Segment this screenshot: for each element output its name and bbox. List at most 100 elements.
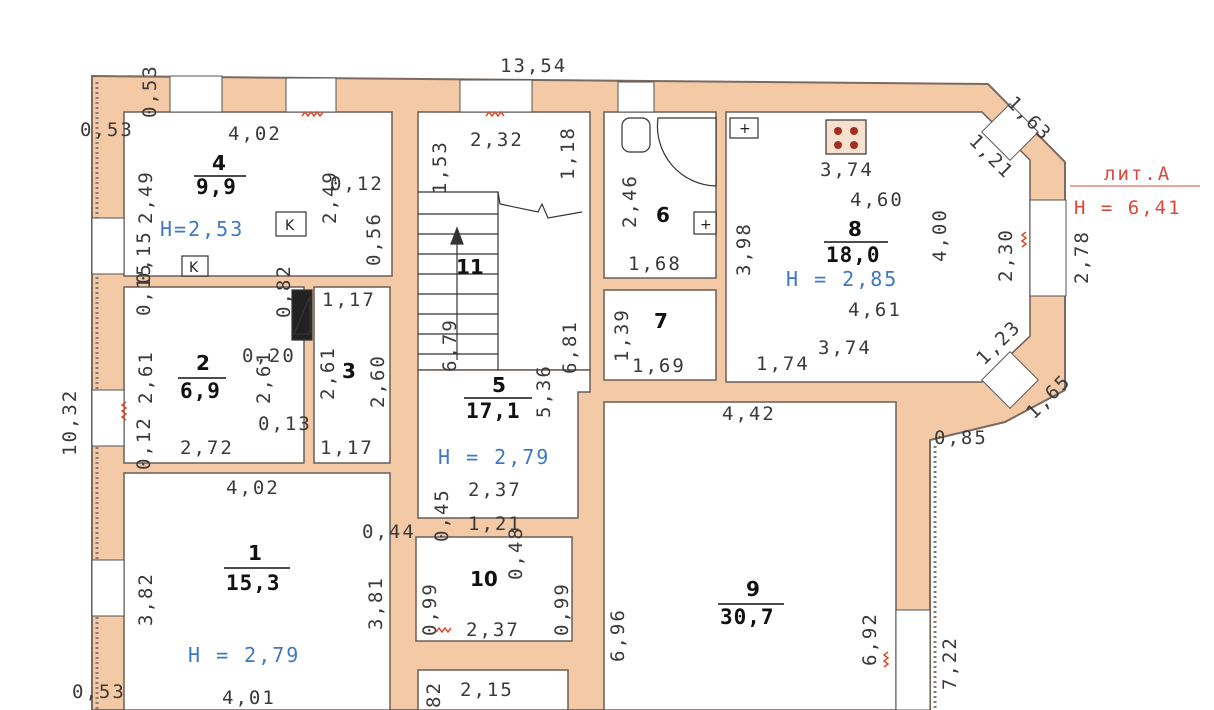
dim: 1,17 — [320, 437, 374, 459]
dim: 0,12 — [330, 173, 384, 195]
heater-icon — [485, 110, 505, 118]
room-4-height: H=2,53 — [160, 217, 244, 241]
k-box-2-frame — [181, 255, 209, 277]
window-bay-top — [981, 103, 1039, 161]
window-bay-bottom — [981, 351, 1039, 409]
dim: 0,15 — [133, 262, 155, 316]
dim: 6,96 — [607, 608, 629, 662]
heater-icon — [120, 401, 128, 421]
dim: 1,39 — [611, 308, 633, 362]
dim: 0,13 — [258, 413, 312, 435]
top-width: 13,54 — [500, 55, 567, 77]
k-box-1-frame — [275, 211, 307, 237]
chimney-icon — [291, 289, 313, 341]
heaters — [120, 110, 1028, 668]
window-right-2 — [895, 609, 931, 710]
window-top-1 — [169, 75, 223, 113]
dim: 0,53 — [72, 681, 126, 703]
shower-icon — [656, 117, 717, 187]
dim: 1,21 — [468, 513, 522, 535]
dim: 4,01 — [222, 687, 276, 709]
dim: 3,74 — [818, 337, 872, 359]
dim: 0,82 — [273, 264, 295, 318]
dim: 1,74 — [756, 353, 810, 375]
window-right-1 — [1029, 199, 1067, 297]
dim: 1,53 — [429, 140, 451, 194]
room-7-floor — [603, 289, 717, 381]
lit-label: лит.А — [1104, 163, 1171, 185]
room-5-area: 17,1 — [466, 399, 521, 423]
dim: 2,32 — [470, 129, 524, 151]
room-11-floor — [417, 111, 591, 371]
dim: 0,56 — [363, 212, 385, 266]
dim: 2,37 — [468, 479, 522, 501]
window-top-3 — [459, 79, 533, 113]
room-3-floor — [313, 286, 391, 464]
dim: 0,99 — [419, 582, 441, 636]
dim: 2,30 — [995, 228, 1017, 282]
dim: 1,69 — [632, 355, 686, 377]
staircase — [418, 191, 583, 370]
dim: 0,12 — [133, 416, 155, 470]
dim: 4,00 — [929, 208, 951, 262]
room-2-floor — [123, 286, 305, 464]
dim: 5,36 — [533, 364, 555, 418]
room-1-area: 15,3 — [226, 571, 281, 595]
room-8-height: H = 2,85 — [786, 267, 898, 291]
room-2-number: 2 — [196, 351, 210, 375]
room-1-floor — [123, 472, 391, 710]
dim: 0,53 — [139, 64, 161, 118]
room-1-height: H = 2,79 — [188, 643, 300, 667]
dim: 2,46 — [619, 174, 641, 228]
room-5-floor — [417, 369, 591, 519]
windows — [91, 75, 1067, 710]
dim: 0,53 — [80, 119, 134, 141]
room-2-area: 6,9 — [180, 379, 221, 403]
room-4-floor — [123, 111, 393, 277]
dim: 6,81 — [559, 320, 581, 374]
sink-icon-room6 — [693, 211, 717, 235]
window-top-2 — [285, 77, 337, 113]
k-label-2: K — [189, 260, 199, 276]
dim: 2,49 — [135, 170, 157, 224]
room-8-number: 8 — [848, 217, 862, 241]
dim: 1,18 — [557, 126, 579, 180]
sink-plus-room6: + — [700, 217, 712, 233]
room-11-number: 11 — [456, 255, 484, 279]
sink-plus-room8: + — [739, 121, 751, 137]
dim: 4,42 — [722, 403, 776, 425]
room-3-number: 3 — [342, 359, 356, 383]
dim: 0,45 — [431, 488, 453, 542]
room-9-floor — [603, 401, 897, 710]
window-top-4 — [617, 81, 655, 113]
dim: 2,61 — [135, 350, 157, 404]
dim: 1,17 — [322, 289, 376, 311]
dim: 0,85 — [934, 427, 988, 449]
k-label-1: K — [285, 218, 295, 234]
dim: 1,68 — [628, 253, 682, 275]
dim: 3,81 — [365, 576, 387, 630]
dim: 4,02 — [226, 477, 280, 499]
dim: 7,22 — [939, 636, 961, 690]
dim: 2,61 — [317, 346, 339, 400]
dim: 2,78 — [1071, 230, 1093, 284]
room-9-number: 9 — [746, 577, 760, 601]
room-5-number: 5 — [492, 373, 506, 397]
dim: 4,60 — [850, 189, 904, 211]
dim: 6,79 — [439, 318, 461, 372]
heater-icon — [301, 110, 324, 118]
dim: 0,99 — [551, 582, 573, 636]
left-height: 10,32 — [59, 389, 81, 456]
heater-icon — [435, 626, 452, 634]
window-left-1 — [91, 217, 125, 275]
room-4-number: 4 — [212, 151, 226, 175]
stove-icon — [825, 119, 867, 155]
dim: 2,49 — [319, 170, 341, 224]
dim: 0,15 — [133, 230, 155, 284]
dim: 4,61 — [848, 299, 902, 321]
room-1-number: 1 — [248, 541, 262, 565]
room-10-floor — [415, 536, 573, 642]
dim: 4,02 — [228, 123, 282, 145]
dim: 0,20 — [242, 345, 296, 367]
dim: 82 — [423, 681, 445, 708]
